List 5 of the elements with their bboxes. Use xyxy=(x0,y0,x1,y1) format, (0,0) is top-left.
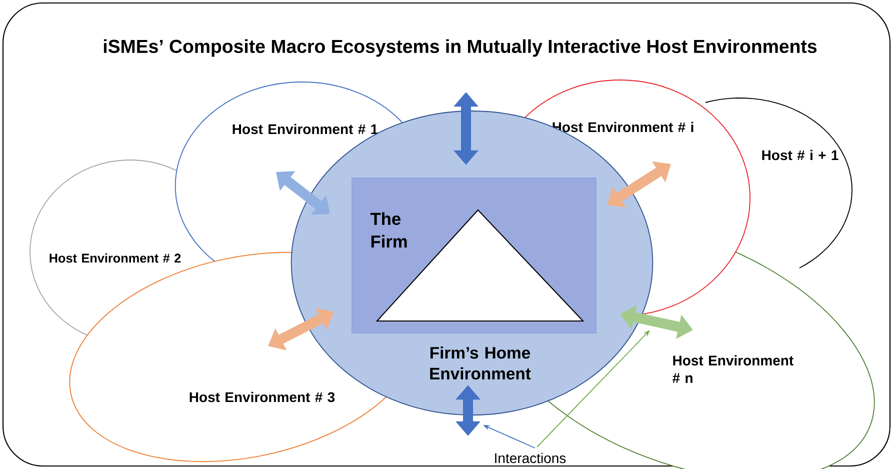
annotation-text: Interactions xyxy=(495,452,566,464)
double-arrow xyxy=(276,171,330,215)
title: iSMEs’ Composite Macro Ecosystems in Mutually Interactive Host Environments xyxy=(104,39,817,57)
node-label: Host Environment # n xyxy=(672,355,794,383)
host-arc: Host # i + 1 xyxy=(704,98,852,268)
